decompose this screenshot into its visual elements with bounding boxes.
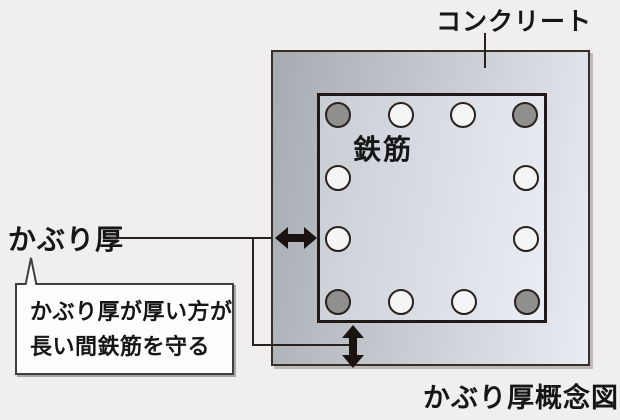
rebar-circle [511,101,538,128]
note-box: かぶり厚が厚い方が 長い間鉄筋を守る [15,283,234,375]
note-line-2: 長い間鉄筋を守る [30,334,211,360]
concrete-label: コンクリート [436,7,593,36]
rebar-circle [513,288,540,315]
note-line-1: かぶり厚が厚い方が [30,299,233,325]
rebar-circle [324,225,351,252]
cover-thickness-label: かぶり厚 [8,223,125,256]
rebar-circle [324,101,351,128]
rebar-circle [324,164,351,191]
rebar-circle [450,288,477,315]
rebar-circle [512,164,539,191]
rebar-circle [387,288,414,315]
rebar-label: 鉄筋 [353,133,414,166]
diagram-caption: かぶり厚概念図 [423,383,619,414]
rebar-circle [324,288,351,315]
note-text: かぶり厚が厚い方が 長い間鉄筋を守る [30,295,233,365]
rebar-circle [449,101,476,128]
rebar-circle [512,225,539,252]
note-caret-icon [24,257,38,286]
rebar-circle [387,101,414,128]
rebar-cage-square [317,93,547,323]
